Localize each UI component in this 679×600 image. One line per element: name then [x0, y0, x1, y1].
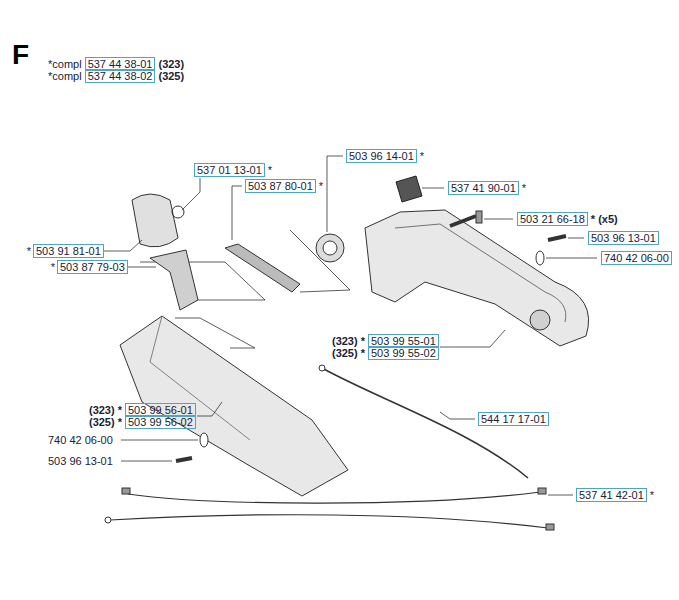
part-number: 503 87 80-01	[245, 179, 316, 193]
wire	[128, 492, 540, 503]
switch	[396, 176, 422, 202]
leader-lines	[103, 156, 597, 495]
upper-handle-housing	[365, 210, 589, 346]
spring	[172, 206, 184, 218]
housing-boss	[530, 310, 550, 330]
callout-text: * (x5)	[591, 213, 618, 225]
callout-text: 503 96 13-01	[48, 455, 113, 467]
part-number: 503 21 66-18	[517, 212, 588, 226]
part-number: 537 44 38-02	[85, 69, 156, 83]
housing-detail	[395, 224, 566, 322]
callout-text: *	[268, 164, 272, 176]
wire-connector	[546, 524, 554, 530]
callout-text: (325)	[158, 70, 184, 82]
part-number: 537 41 42-01	[576, 488, 647, 502]
wire-eyelet	[105, 517, 111, 523]
part-number: 537 01 13-01	[194, 163, 265, 177]
callout-text: 740 42 06-00	[48, 434, 113, 446]
lower-handle	[120, 316, 348, 496]
wire-connector	[122, 488, 130, 494]
clamp	[132, 194, 178, 247]
part-number: 503 96 14-01	[346, 149, 417, 163]
screw-head	[476, 211, 482, 223]
callout-text: *	[27, 245, 31, 257]
trigger	[150, 250, 198, 310]
screw-lower	[176, 458, 192, 461]
screw	[450, 216, 476, 226]
callout-text: (325) *	[332, 347, 365, 359]
callout-text: (323)	[158, 58, 184, 70]
section-letter: F	[12, 40, 29, 70]
part-number: 503 87 79-03	[57, 260, 128, 274]
callout-text: *compl	[48, 58, 82, 70]
callout-text: (323) *	[89, 404, 122, 416]
callout-text: (323) *	[332, 335, 365, 347]
washer-lower	[200, 433, 208, 447]
ring-hole	[323, 241, 337, 255]
lever	[225, 244, 300, 292]
callout-text: *	[522, 182, 526, 194]
cable-end	[319, 365, 325, 371]
callout-text: *compl	[48, 70, 82, 82]
wire-connector	[538, 488, 546, 494]
callout-text: (325) *	[89, 416, 122, 428]
callout-text: *	[51, 261, 55, 273]
part-number: 503 96 13-01	[588, 231, 659, 245]
part-number: 740 42 06-00	[601, 251, 672, 265]
callout-text: *	[650, 489, 654, 501]
washer	[536, 251, 544, 265]
wire-2	[110, 515, 548, 528]
part-number: 503 91 81-01	[33, 244, 104, 258]
part-number: 544 17 17-01	[478, 412, 549, 426]
callout-text: *	[420, 150, 424, 162]
screw-right	[548, 236, 566, 240]
part-number: 537 41 90-01	[448, 181, 519, 195]
callout-text: *	[319, 180, 323, 192]
ring	[316, 234, 344, 262]
part-number: 503 99 56-02	[125, 415, 196, 429]
part-number: 503 99 55-02	[368, 346, 439, 360]
